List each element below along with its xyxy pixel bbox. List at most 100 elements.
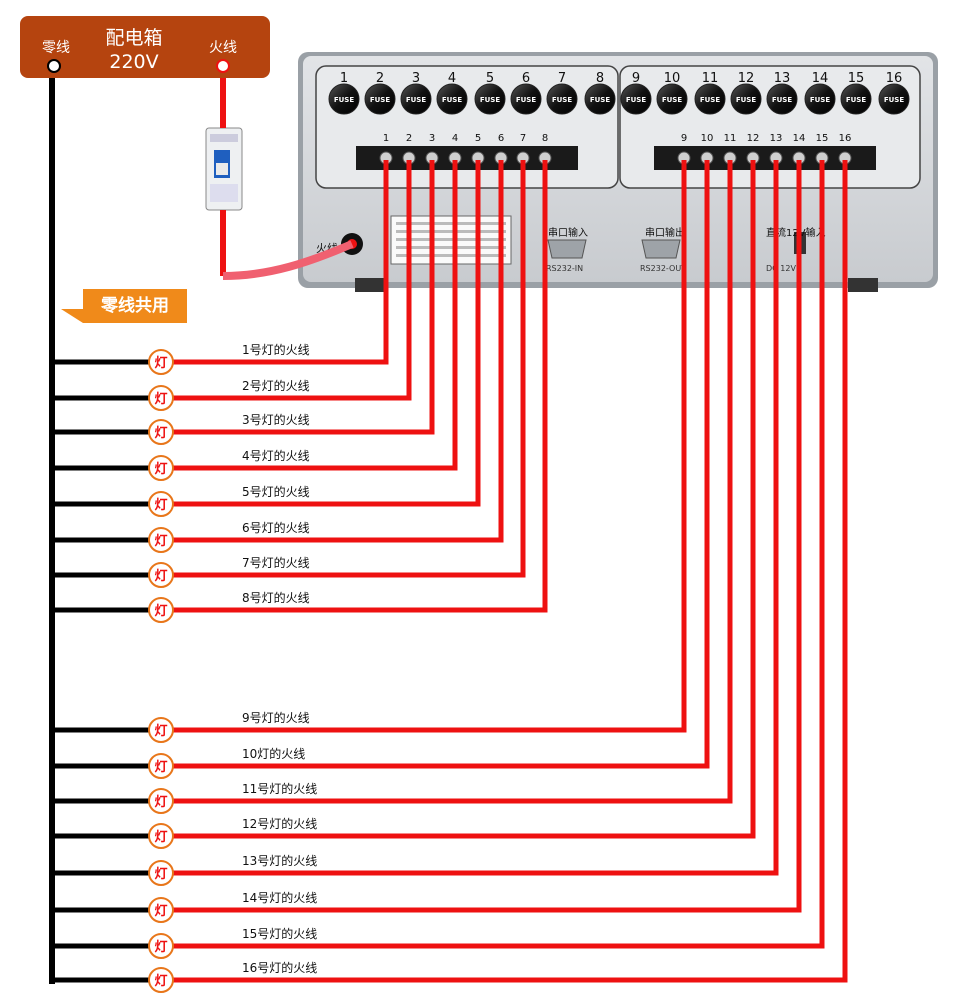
channel-number: 4 [448,71,456,86]
channel-number: 5 [486,71,494,86]
fuse-label: FUSE [810,96,831,104]
fuse-cap [840,83,872,115]
lamp-glyph: 灯 [154,533,167,549]
lamp-glyph: 灯 [154,603,167,619]
channel-number: 7 [558,71,566,86]
channel-number: 6 [522,71,530,86]
power-in-sub: DC 12V [766,264,796,273]
lamp-icon [148,385,174,411]
channel-number: 2 [376,71,384,86]
lamp-live-wire [172,160,389,365]
lamp-live-wire [172,160,435,435]
channel-number: 14 [812,71,829,86]
fuse-label: FUSE [406,96,427,104]
lamp-glyph: 灯 [154,723,167,739]
neutral-source-label: 零线 [42,40,70,56]
lamp-glyph: 灯 [154,829,167,845]
lamp-live-wire [172,160,548,613]
fuse-cap [546,83,578,115]
lamp-icon [148,419,174,445]
fuse-cap [474,83,506,115]
terminal-number: 3 [429,133,435,144]
fuse-label: FUSE [516,96,537,104]
terminal-number: 4 [452,133,458,144]
serial-in-title: 串口输入 [548,226,588,239]
lamp-live-wire [172,160,687,733]
lamp-live-wire [172,160,802,913]
lamp-glyph: 灯 [154,939,167,955]
channel-number: 1 [340,71,348,86]
channel-number: 15 [848,71,865,86]
terminal-number: 8 [542,133,548,144]
fuse-cap [766,83,798,115]
lamp-live-wire [172,160,458,471]
fuse-cap [878,83,910,115]
lamp-live-label: 12号灯的火线 [242,816,317,831]
power-box-voltage: 220V [109,51,158,73]
lamp-live-label: 1号灯的火线 [242,342,310,357]
lamp-icon [148,527,174,553]
lamp-live-label: 7号灯的火线 [242,555,310,570]
terminal-number: 9 [681,133,687,144]
terminal-number: 12 [747,133,760,144]
fuse-label: FUSE [662,96,683,104]
serial-out-title: 串口输出 [645,226,685,239]
terminal-number: 1 [383,133,389,144]
terminal-number: 6 [498,133,504,144]
power-distribution-box [20,16,270,78]
terminal-number: 11 [724,133,737,144]
fuse-label: FUSE [626,96,647,104]
lamp-live-wire [172,160,779,876]
fuse-label: FUSE [552,96,573,104]
fuse-label: FUSE [334,96,355,104]
fuse-cap [328,83,360,115]
fuse-label: FUSE [370,96,391,104]
lamp-live-label: 10灯的火线 [242,746,305,761]
fuse-cap [364,83,396,115]
lamp-icon [148,455,174,481]
channel-number: 10 [664,71,681,86]
terminal-number: 15 [816,133,829,144]
fuse-label: FUSE [590,96,611,104]
fuse-label: FUSE [772,96,793,104]
lamp-icon [148,823,174,849]
channel-number: 13 [774,71,791,86]
lamp-live-wire [172,160,412,401]
lamp-live-wire [172,160,481,507]
lamp-live-label: 5号灯的火线 [242,484,310,499]
lamp-live-label: 8号灯的火线 [242,590,310,605]
terminal-number: 14 [793,133,806,144]
lamp-live-wire [172,160,756,839]
lamp-live-label: 9号灯的火线 [242,710,310,725]
neutral-shared-tag: 零线共用 [61,289,187,323]
lamp-glyph: 灯 [154,794,167,810]
lamp-live-wire [172,160,710,769]
fuse-cap [510,83,542,115]
lamp-live-label: 14号灯的火线 [242,890,317,905]
fuse-cap [656,83,688,115]
lamp-icon [148,860,174,886]
lamp-glyph: 灯 [154,903,167,919]
live-input-cable [222,240,354,280]
lamp-glyph: 灯 [154,461,167,477]
lamp-icon [148,897,174,923]
lamp-icon [148,967,174,993]
lamp-glyph: 灯 [154,759,167,775]
lamp-live-wire [172,160,733,804]
fuse-label: FUSE [736,96,757,104]
lamp-icon [148,753,174,779]
fuse-label: FUSE [480,96,501,104]
fuse-cap [400,83,432,115]
lamp-live-label: 3号灯的火线 [242,412,310,427]
lamp-glyph: 灯 [154,568,167,584]
fuse-cap [620,83,652,115]
terminal-number: 16 [839,133,852,144]
lamp-icon [148,933,174,959]
fuse-label: FUSE [884,96,905,104]
lamp-live-label: 15号灯的火线 [242,926,317,941]
lamp-glyph: 灯 [154,973,167,989]
serial-in-sub: RS232-IN [546,264,583,273]
lamp-live-label: 16号灯的火线 [242,960,317,975]
lamp-live-wire [172,160,504,543]
